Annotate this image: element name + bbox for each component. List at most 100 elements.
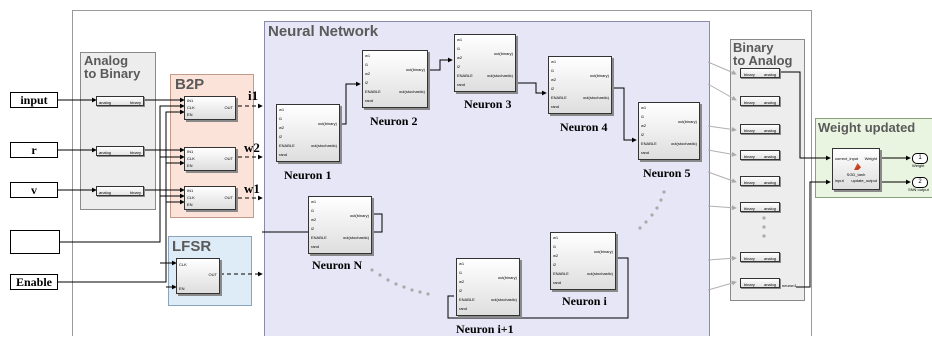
outport-weight-label: Weight <box>912 163 925 168</box>
neuron-block-n[interactable]: w1 i1 w2 i2 ENABLE rand out(binary) out(… <box>308 196 372 254</box>
port-out-binary: out(binary) <box>405 67 425 72</box>
port-w1: w1 <box>311 199 317 204</box>
port-i2: i2 <box>457 64 461 69</box>
v-port[interactable]: v <box>10 182 58 198</box>
a2b-block-v[interactable]: analog binary <box>96 186 144 196</box>
b2a-block-4[interactable]: binary analog <box>740 150 780 160</box>
lfsr-block[interactable]: CLK EN OUT <box>176 258 220 294</box>
neuron-block-i-plus-1[interactable]: w1 i1 w2 i2 ENABLE rand out(binary) out(… <box>456 258 520 316</box>
input-port[interactable]: input <box>10 92 58 108</box>
b2a-out-label: analog <box>763 128 776 133</box>
b2a-out-label: analog <box>763 154 776 159</box>
matlab-function-icon <box>854 163 861 170</box>
b2a-out-label: analog <box>763 72 776 77</box>
b2p-block-3[interactable]: IN1 CLK EN OUT <box>184 186 236 210</box>
b2a-block-1[interactable]: binary analog <box>740 68 780 78</box>
port-w1: w1 <box>641 105 647 110</box>
b2a-in-label: binary <box>744 256 755 261</box>
a2b-block-input[interactable]: analog binary <box>96 96 144 106</box>
port-i1: i1 <box>459 270 463 275</box>
port-i2: i2 <box>551 86 555 91</box>
analog-to-binary-title: Analog to Binary <box>84 53 141 81</box>
b2p-in1-label: IN1 <box>187 149 194 154</box>
port-w1: w1 <box>279 107 285 112</box>
outport-snn-output-label: SNN output <box>908 187 929 192</box>
b2a-out-label: analog <box>763 100 776 105</box>
port-w2: w2 <box>365 71 371 76</box>
port-out-stochastic: out(stochastic) <box>398 89 425 94</box>
port-i1: i1 <box>279 116 283 121</box>
b2a-block-6[interactable]: binary analog <box>740 202 780 212</box>
b2p-en-label: EN <box>187 112 193 117</box>
b2p-out-label: OUT <box>224 105 233 110</box>
a2b-in-label: analog <box>99 100 112 105</box>
port-i2: i2 <box>365 80 369 85</box>
b2a-in-label: binary <box>744 128 755 133</box>
port-rand: rand <box>641 150 650 155</box>
b2a-block-2[interactable]: binary analog <box>740 96 780 106</box>
port-i1: i1 <box>641 114 645 119</box>
port-rand: rand <box>365 98 374 103</box>
b2a-block-5[interactable]: binary analog <box>740 176 780 186</box>
b2p-block-2[interactable]: IN1 CLK EN OUT <box>184 147 236 171</box>
b2p-title: B2P <box>175 76 205 93</box>
neuron-block-i[interactable]: w1 i1 w2 i2 ENABLE rand out(binary) out(… <box>550 232 616 290</box>
neuron-block-1[interactable]: w1 i1 w2 i2 ENABLE rand out(binary) out(… <box>276 104 340 162</box>
port-out-stochastic: out(stochastic) <box>490 297 517 302</box>
a2b-in-label: analog <box>99 190 112 195</box>
port-enable: ENABLE <box>459 297 475 302</box>
port-enable: ENABLE <box>551 95 567 100</box>
neuron-block-4[interactable]: w1 i1 w2 i2 ENABLE rand out(binary) out(… <box>548 56 612 114</box>
outport-snn-output[interactable]: 2 <box>912 177 928 188</box>
neuron-label-2: Neuron 2 <box>370 114 418 128</box>
port-w1: w1 <box>457 37 463 42</box>
port-rand: rand <box>457 82 466 87</box>
neuron-block-3[interactable]: w1 i1 w2 i2 ENABLE rand out(binary) out(… <box>454 34 516 92</box>
lfsr-en-label: EN <box>179 286 185 291</box>
port-i1: i1 <box>553 244 557 249</box>
b2a-in-label: binary <box>744 206 755 211</box>
b2a-out-label: analog <box>763 282 776 287</box>
port-w2: w2 <box>551 77 557 82</box>
b2a-out-label: analog <box>763 180 776 185</box>
port-w2: w2 <box>459 279 465 284</box>
weight-updated-title: Weight updated <box>818 120 916 135</box>
port-out-binary: out(binary) <box>593 249 613 254</box>
r-port[interactable]: r <box>10 142 58 158</box>
a2b-out-label: binary <box>130 150 141 155</box>
b2p-out-label: OUT <box>224 195 233 200</box>
port-w2: w2 <box>279 125 285 130</box>
port-i2: i2 <box>553 262 557 267</box>
b2a-block-3[interactable]: binary analog <box>740 124 780 134</box>
port-enable: ENABLE <box>279 143 295 148</box>
pulse-generator[interactable] <box>10 230 60 254</box>
neuron-label-3: Neuron 3 <box>464 97 512 111</box>
b2a-block-7[interactable]: binary analog <box>740 252 780 262</box>
b2p-block-1[interactable]: IN1 CLK EN OUT <box>184 96 236 120</box>
b2p-in1-label: IN1 <box>187 188 194 193</box>
port-enable: ENABLE <box>641 141 657 146</box>
port-out-stochastic: out(stochastic) <box>582 95 609 100</box>
a2b-in-label: analog <box>99 150 112 155</box>
b2a-out-label: analog <box>763 206 776 211</box>
a2b-block-r[interactable]: analog binary <box>96 146 144 156</box>
port-enable: ENABLE <box>311 235 327 240</box>
port-out-binary: out(binary) <box>677 119 697 124</box>
port-i2: i2 <box>279 134 283 139</box>
b2a-in-label: binary <box>744 154 755 159</box>
outport-weight[interactable]: 1 <box>912 153 928 164</box>
port-out-stochastic: out(stochastic) <box>342 235 369 240</box>
port-enable: ENABLE <box>365 89 381 94</box>
port-out-binary: out(binary) <box>349 213 369 218</box>
enable-port[interactable]: Enable <box>10 274 58 290</box>
b2a-block-8[interactable]: binary analog <box>740 278 780 288</box>
signal-label-i1: i1 <box>248 88 259 103</box>
neural-network-title: Neural Network <box>268 23 379 40</box>
b2p-clk-label: CLK <box>187 195 195 200</box>
port-w1: w1 <box>365 53 371 58</box>
sgd-tanh-block[interactable]: correct_input input Weight update_output… <box>832 148 880 190</box>
neuron-block-2[interactable]: w1 i1 w2 i2 ENABLE rand out(binary) out(… <box>362 50 428 108</box>
neuron-block-5[interactable]: w1 i1 w2 i2 ENABLE rand out(binary) out(… <box>638 102 700 160</box>
b2p-out-label: OUT <box>224 156 233 161</box>
port-w2: w2 <box>311 217 317 222</box>
